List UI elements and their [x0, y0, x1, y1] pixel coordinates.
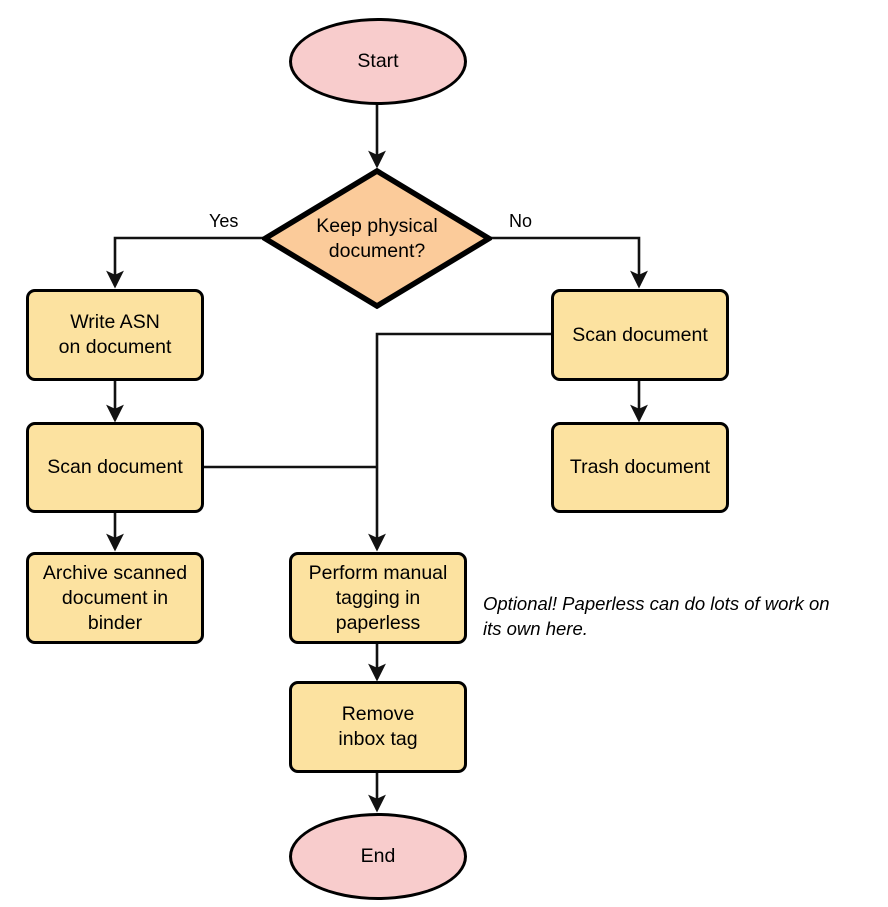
decision-shape — [262, 168, 492, 309]
node-scan-document-right[interactable]: Scan document — [551, 289, 729, 381]
node-scan-document-left[interactable]: Scan document — [26, 422, 204, 513]
node-trash-document-label: Trash document — [569, 456, 711, 478]
node-perform-manual-tagging-in-paperless[interactable]: Perform manual tagging in paperless — [289, 552, 467, 644]
node-scan-document-right-label: Scan document — [572, 323, 708, 346]
edge-scan-right-to-manual-tagging — [368, 332, 552, 552]
node-trash-document[interactable]: Trash document — [551, 422, 729, 513]
node-remove-inbox-tag[interactable]: Remove inbox tag — [289, 681, 467, 773]
edge-decision-yes-to-write-asn — [106, 236, 265, 289]
node-write-asn-on-document-label: Write ASN on document — [58, 311, 172, 358]
node-start-label: Start — [357, 50, 399, 72]
node-start[interactable]: Start — [289, 18, 467, 105]
edge-label-yes: Yes — [209, 211, 239, 231]
edge-label-no: No — [509, 211, 533, 231]
node-remove-inbox-tag-label: Remove inbox tag — [338, 703, 418, 750]
node-end[interactable]: End — [289, 813, 467, 900]
node-end-label: End — [360, 845, 396, 867]
node-keep-physical-document-label: Keep physical document? — [316, 214, 438, 262]
annotation-optional-note: Optional! Paperless can do lots of work … — [483, 593, 830, 639]
node-archive-scanned-document-in-binder[interactable]: Archive scanned document in binder — [26, 552, 204, 644]
edge-decision-no-to-scan-right — [489, 236, 648, 289]
node-perform-manual-tagging-in-paperless-label: Perform manual tagging in paperless — [308, 561, 448, 634]
node-scan-document-left-label: Scan document — [47, 456, 183, 478]
node-keep-physical-document[interactable]: Keep physical document? — [262, 168, 492, 309]
node-write-asn-on-document[interactable]: Write ASN on document — [26, 289, 204, 381]
node-archive-scanned-document-in-binder-label: Archive scanned document in binder — [42, 561, 188, 634]
